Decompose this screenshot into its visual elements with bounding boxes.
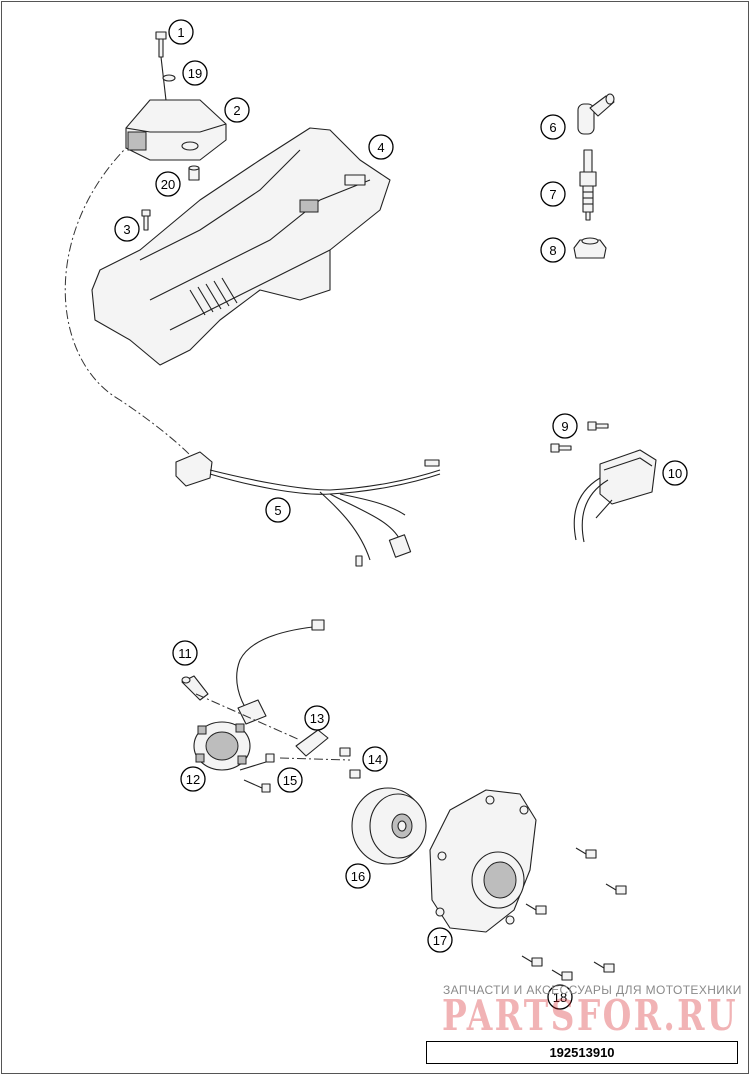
part-6-plug-connector: [577, 93, 615, 135]
part-20-bushing: [188, 165, 200, 181]
watermark-subtitle: ЗАПЧАСТИ И АКСЕССУАРЫ ДЛЯ МОТОТЕХНИКИ: [443, 983, 742, 997]
callout-10: 10: [662, 460, 688, 486]
part-15-screws: [239, 753, 275, 793]
svg-text:11: 11: [178, 646, 192, 661]
part-12-stator: [193, 721, 251, 771]
svg-text:3: 3: [123, 222, 130, 237]
callout-5: 5: [265, 497, 291, 523]
part-8-seal: [573, 237, 607, 259]
callout-7: 7: [540, 181, 566, 207]
svg-text:1: 1: [177, 25, 184, 40]
svg-text:10: 10: [668, 466, 682, 481]
connector-path: [64, 141, 191, 456]
part-10-ignition-coil: [573, 449, 657, 543]
part-18-screws: [521, 847, 627, 981]
svg-text:12: 12: [186, 772, 200, 787]
callout-20: 20: [155, 171, 181, 197]
part-19-washer: [162, 74, 176, 82]
callout-6: 6: [540, 114, 566, 140]
cable-grommet: [237, 699, 267, 725]
callout-9: 9: [552, 413, 578, 439]
callout-14: 14: [362, 746, 388, 772]
document-number: 192513910: [549, 1045, 615, 1060]
cable-plug: [311, 619, 325, 631]
part-9-screws: [550, 421, 609, 453]
callout-18: 18: [547, 984, 573, 1010]
callout-1: 1: [168, 19, 194, 45]
watermark-brand: PARTSFOR.RU: [442, 991, 738, 1040]
svg-text:8: 8: [549, 243, 556, 258]
document-number-box: 192513910: [426, 1041, 738, 1064]
svg-text:14: 14: [368, 752, 382, 767]
svg-text:6: 6: [549, 120, 556, 135]
part-16-rotor: [351, 787, 427, 865]
callout-16: 16: [345, 863, 371, 889]
part-2-control-unit: [125, 99, 227, 161]
assembly-axis: [195, 693, 301, 741]
part-11-cable-holder: [181, 675, 209, 701]
callout-19: 19: [182, 60, 208, 86]
callout-11: 11: [172, 640, 198, 666]
part-13-clamp: [295, 729, 329, 757]
callout-3: 3: [114, 216, 140, 242]
part-17-cover: [429, 789, 537, 933]
callout-8: 8: [540, 237, 566, 263]
callout-4: 4: [368, 134, 394, 160]
svg-text:7: 7: [549, 187, 556, 202]
part-14-screws: [279, 747, 361, 779]
svg-text:18: 18: [553, 990, 567, 1005]
stator-cable: [236, 625, 323, 713]
svg-text:4: 4: [377, 140, 384, 155]
svg-text:20: 20: [161, 177, 175, 192]
svg-text:15: 15: [283, 773, 297, 788]
svg-text:16: 16: [351, 869, 365, 884]
callout-17: 17: [427, 927, 453, 953]
part-4-holder: [91, 127, 391, 366]
svg-text:13: 13: [310, 711, 324, 726]
callout-13: 13: [304, 705, 330, 731]
svg-text:17: 17: [433, 933, 447, 948]
callout-12: 12: [180, 766, 206, 792]
svg-text:2: 2: [233, 103, 240, 118]
callout-15: 15: [277, 767, 303, 793]
callout-2: 2: [224, 97, 250, 123]
svg-text:19: 19: [188, 66, 202, 81]
part-3-screw: [141, 209, 151, 231]
svg-text:5: 5: [274, 503, 281, 518]
part-5-wiring-harness: [175, 451, 441, 567]
svg-text:9: 9: [561, 419, 568, 434]
part-7-spark-plug: [579, 149, 597, 221]
